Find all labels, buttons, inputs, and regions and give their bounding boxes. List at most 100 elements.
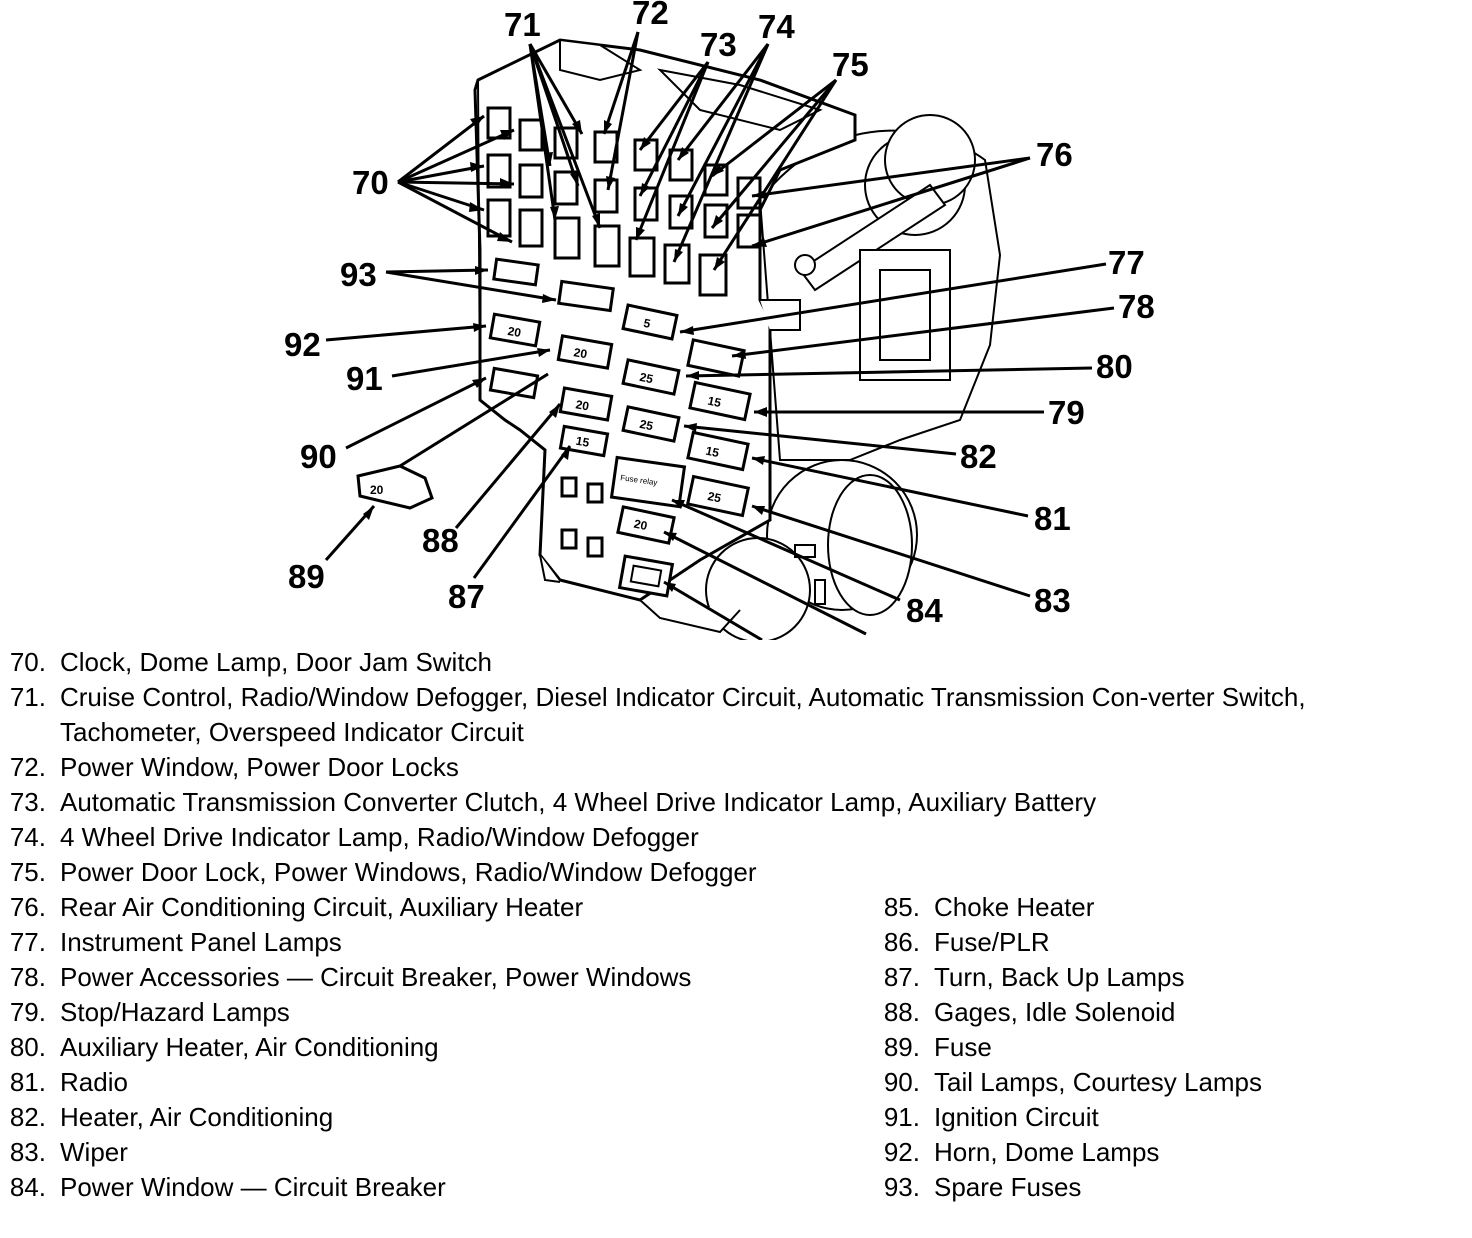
legend-text: Fuse bbox=[934, 1032, 992, 1062]
legend-text: Choke Heater bbox=[934, 892, 1095, 922]
legend-number: 92. bbox=[883, 1137, 920, 1167]
small-terminal bbox=[586, 536, 604, 558]
legend-number: 70. bbox=[9, 647, 46, 677]
fuse-83: 25 bbox=[685, 474, 751, 518]
callout-74: 74 bbox=[758, 8, 795, 45]
legend-text: Instrument Panel Lamps bbox=[60, 927, 342, 957]
legend-item: 74.4 Wheel Drive Indicator Lamp, Radio/W… bbox=[0, 820, 1360, 855]
legend-number: 71. bbox=[9, 682, 46, 712]
legend-number: 81. bbox=[9, 1067, 46, 1097]
legend-item: 71. Cruise Control, Radio/Window Defogger… bbox=[0, 680, 1360, 750]
legend-text: Ignition Circuit bbox=[934, 1102, 1099, 1132]
callout-88: 88 bbox=[422, 522, 459, 559]
legend-number: 87. bbox=[883, 962, 920, 992]
legend-item: 77. Instrument Panel Lamps bbox=[0, 925, 1360, 960]
fuse-80: 25 bbox=[621, 358, 681, 396]
legend-item: 91.Ignition Circuit bbox=[870, 1100, 1370, 1135]
callout-87: 87 bbox=[448, 578, 485, 615]
callout-71: 71 bbox=[504, 6, 541, 43]
svg-text:25: 25 bbox=[706, 489, 722, 506]
leader-lines bbox=[324, 31, 1115, 640]
legend-text: Cruise Control, Radio/Window Defogger, D… bbox=[60, 682, 1306, 747]
legend-text: Power Window, Power Door Locks bbox=[60, 752, 459, 782]
fuse-relay-86: Fuse relay bbox=[609, 455, 687, 509]
legend-text: Clock, Dome Lamp, Door Jam Switch bbox=[60, 647, 493, 677]
fuse-90 bbox=[488, 366, 540, 400]
svg-text:15: 15 bbox=[704, 444, 720, 461]
fuse-79: 15 bbox=[688, 380, 752, 422]
legend-number: 77. bbox=[9, 927, 46, 957]
callout-76: 76 bbox=[1036, 136, 1073, 173]
callout-70: 70 bbox=[352, 164, 389, 201]
small-terminal bbox=[560, 528, 578, 550]
svg-text:15: 15 bbox=[575, 434, 591, 450]
legend-number: 72. bbox=[9, 752, 46, 782]
legend-number: 85. bbox=[883, 892, 920, 922]
legend-text: Radio bbox=[60, 1067, 128, 1097]
legend-item: 83. Wiper bbox=[0, 1135, 1360, 1170]
legend-item: 92.Horn, Dome Lamps bbox=[870, 1135, 1370, 1170]
legend-text: Power Door Lock, Power Windows, Radio/Wi… bbox=[60, 857, 757, 887]
legend-item: 76.Rear Air Conditioning Circuit, Auxili… bbox=[0, 890, 1360, 925]
legend-text: Fuse/PLR bbox=[934, 927, 1050, 957]
svg-text:20: 20 bbox=[573, 345, 589, 361]
legend-text: Power Accessories — Circuit Breaker, Pow… bbox=[60, 962, 692, 992]
legend-item: 85. Choke Heater bbox=[870, 890, 1370, 925]
legend-text: Gages, Idle Solenoid bbox=[934, 997, 1176, 1027]
fuse-81: 15 bbox=[686, 430, 750, 472]
callout-79: 79 bbox=[1048, 394, 1085, 431]
svg-text:20: 20 bbox=[633, 517, 649, 534]
legend-number: 75. bbox=[9, 857, 46, 887]
callout-84: 84 bbox=[906, 592, 943, 629]
fuse-86-pocket bbox=[617, 554, 675, 598]
callout-73: 73 bbox=[700, 26, 737, 63]
spare-fuse-2 bbox=[557, 279, 615, 313]
svg-text:20: 20 bbox=[507, 324, 523, 340]
svg-text:15: 15 bbox=[706, 394, 722, 411]
legend-number: 82. bbox=[9, 1102, 46, 1132]
legend-item: 75. Power Door Lock, Power Windows, Radio… bbox=[0, 855, 1360, 890]
fuse-78-breaker bbox=[686, 338, 746, 378]
legend-item: 82. Heater, Air Conditioning bbox=[0, 1100, 1360, 1135]
legend-number: 86. bbox=[883, 927, 920, 957]
callout-83: 83 bbox=[1034, 582, 1071, 619]
callout-92: 92 bbox=[284, 326, 321, 363]
legend-text: Power Window — Circuit Breaker bbox=[60, 1172, 446, 1202]
legend-text: Spare Fuses bbox=[934, 1172, 1082, 1202]
legend-item: 88. Gages, Idle Solenoid bbox=[870, 995, 1370, 1030]
svg-text:20: 20 bbox=[575, 397, 591, 413]
callout-93: 93 bbox=[340, 256, 377, 293]
spare-fuse-1 bbox=[492, 257, 540, 287]
svg-text:25: 25 bbox=[638, 417, 654, 434]
legend-text: Heater, Air Conditioning bbox=[60, 1102, 334, 1132]
callout-82: 82 bbox=[960, 438, 997, 475]
legend-number: 73. bbox=[9, 787, 46, 817]
legend-item: 79.Stop/Hazard Lamps bbox=[0, 995, 1360, 1030]
fuse-88: 20 bbox=[558, 386, 614, 422]
legend-number: 84. bbox=[9, 1172, 46, 1202]
legend-number: 78. bbox=[9, 962, 46, 992]
legend-number: 80. bbox=[9, 1032, 46, 1062]
legend-right: 85. Choke Heater 86. Fuse/PLR 87. Turn, Bac… bbox=[870, 890, 1370, 1205]
legend-text: Automatic Transmission Converter Clutch,… bbox=[60, 787, 1097, 817]
small-terminal bbox=[586, 482, 604, 504]
fuse-87: 15 bbox=[558, 424, 610, 458]
callout-85: 85 bbox=[876, 634, 913, 640]
legend-item: 80. Auxiliary Heater, Air Conditioning bbox=[0, 1030, 1360, 1065]
legend-number: 88. bbox=[883, 997, 920, 1027]
legend-text: Rear Air Conditioning Circuit, Auxiliary… bbox=[60, 892, 584, 922]
legend-item: 86. Fuse/PLR bbox=[870, 925, 1370, 960]
svg-text:20: 20 bbox=[370, 483, 384, 497]
legend-item: 73. Automatic Transmission Converter Clut… bbox=[0, 785, 1360, 820]
legend-text: Wiper bbox=[60, 1137, 128, 1167]
legend-item: 89.Fuse bbox=[870, 1030, 1370, 1065]
legend-text: Tail Lamps, Courtesy Lamps bbox=[934, 1067, 1263, 1097]
callout-91: 91 bbox=[346, 360, 383, 397]
legend-text: Turn, Back Up Lamps bbox=[934, 962, 1185, 992]
fuse-91: 20 bbox=[556, 334, 614, 370]
legend-number: 83. bbox=[9, 1137, 46, 1167]
legend-item: 70. Clock, Dome Lamp, Door Jam Switch bbox=[0, 645, 1360, 680]
fuse-92: 20 bbox=[488, 312, 542, 348]
callout-89: 89 bbox=[288, 558, 325, 595]
legend-text: Auxiliary Heater, Air Conditioning bbox=[60, 1032, 439, 1062]
